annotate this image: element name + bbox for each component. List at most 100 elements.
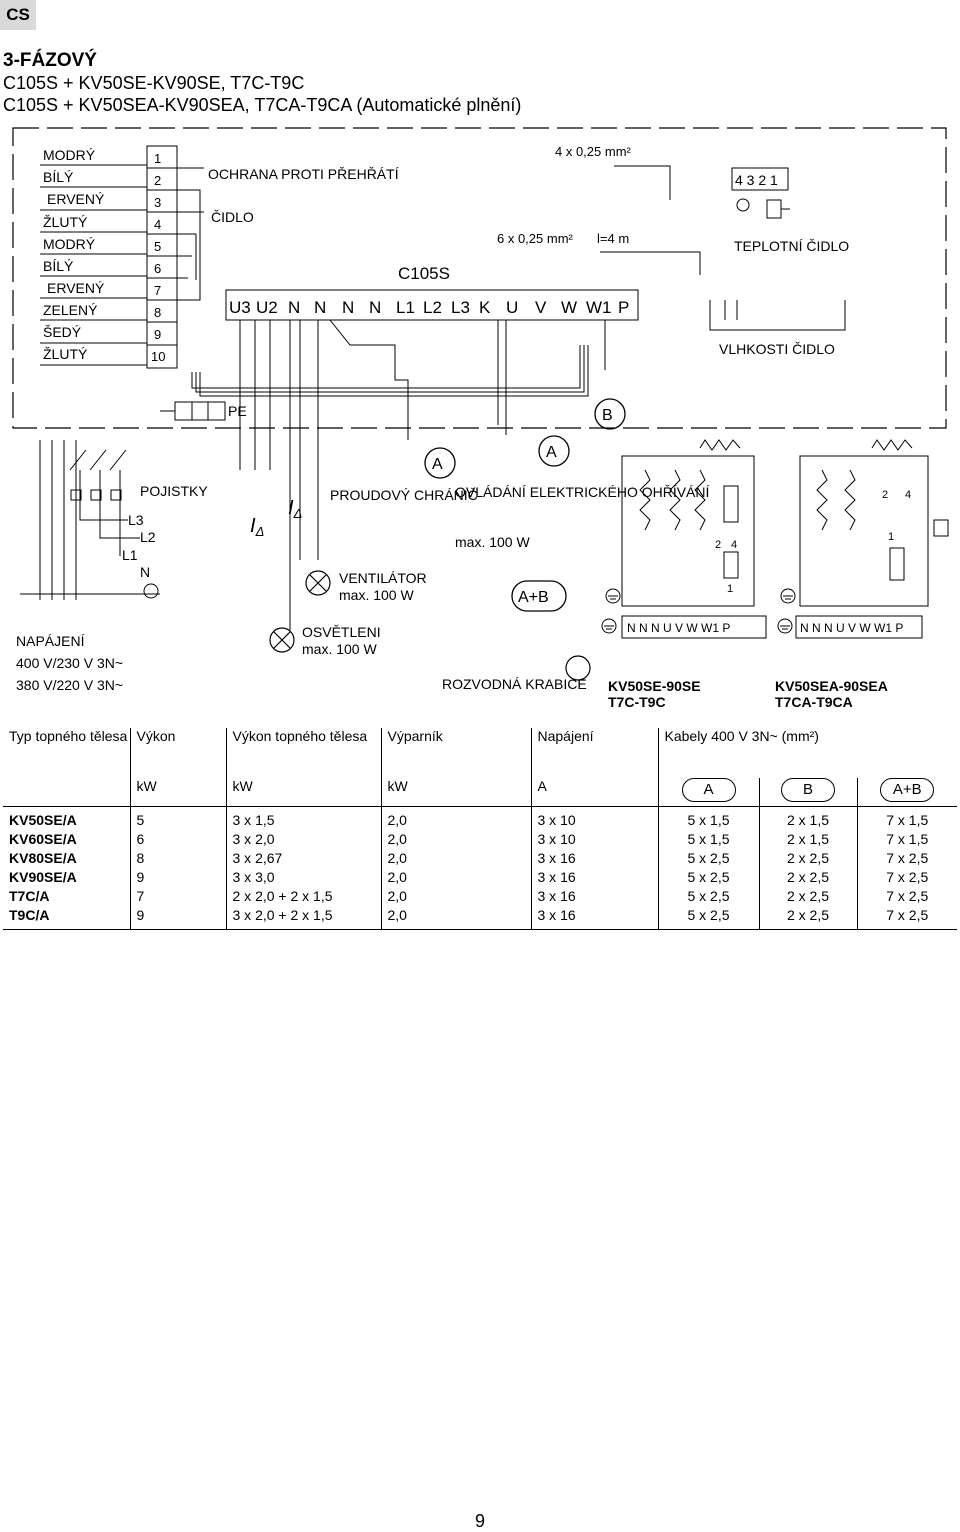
cell: 2,0 — [381, 849, 532, 868]
terminal: W1 — [586, 298, 612, 317]
unit-cell: kW — [226, 778, 382, 807]
wire-color: ŠEDÝ — [43, 324, 82, 340]
thermo-label: 1 — [727, 583, 733, 595]
heater-2-model: T7CA-T9CA — [775, 694, 853, 710]
cell: 5 x 2,5 — [658, 906, 760, 930]
light-max-label: max. 100 W — [302, 641, 377, 657]
rcd-idelta: IΔ — [288, 497, 302, 521]
cell: 6 — [130, 830, 227, 849]
wire-number: 8 — [154, 305, 161, 320]
cell: 2 x 1,5 — [759, 830, 858, 849]
table-row: KV80SE/A 8 3 x 2,67 2,0 3 x 16 5 x 2,5 2… — [3, 849, 957, 868]
header-cell: Napájení — [531, 728, 659, 778]
table-row: T7C/A 7 2 x 2,0 + 2 x 1,5 2,0 3 x 16 5 x… — [3, 887, 957, 906]
terminal: L3 — [451, 298, 470, 317]
terminal: N — [369, 298, 381, 317]
cell: 5 x 2,5 — [658, 849, 760, 868]
cell: 5 x 1,5 — [658, 806, 760, 830]
thermo-label: 1 — [888, 531, 894, 543]
wire-color: ERVENÝ — [47, 280, 105, 296]
terminal: U2 — [256, 298, 278, 317]
terminal: U — [506, 298, 518, 317]
cable-markers — [424, 398, 626, 612]
cable-ab-marker: A+B — [518, 589, 549, 606]
wire-colors: MODRÝ BÍLÝ ERVENÝ ŽLUTÝ MODRÝ BÍLÝ ERVEN… — [43, 147, 105, 362]
cell: 5 x 1,5 — [658, 830, 760, 849]
terminal: P — [618, 298, 629, 317]
cell-type: KV60SE/A — [3, 830, 131, 849]
cell: 5 x 2,5 — [658, 887, 760, 906]
cell: 7 — [130, 887, 227, 906]
light-icon — [269, 627, 295, 653]
cable-b-marker: B — [602, 407, 613, 424]
cell: 2,0 — [381, 830, 532, 849]
wire-numbers: 1 2 3 4 5 6 7 8 9 10 — [151, 151, 165, 364]
ground-icon — [601, 588, 796, 634]
cell: 3 x 2,67 — [226, 849, 382, 868]
cell: 3 x 10 — [531, 830, 659, 849]
table-row: KV60SE/A 6 3 x 2,0 2,0 3 x 10 5 x 1,5 2 … — [3, 830, 957, 849]
cell: 3 x 3,0 — [226, 868, 382, 887]
wire-number: 3 — [154, 195, 161, 210]
cable-col-label: B — [781, 778, 835, 802]
fuses-label: POJISTKY — [140, 483, 208, 499]
cable-4-label: 4 x 0,25 mm² — [555, 144, 632, 159]
terminal: U3 — [229, 298, 251, 317]
cable-col-label: A — [681, 778, 736, 802]
cable-length-label: l=4 m — [597, 231, 629, 246]
wire-color: ŽLUTÝ — [43, 346, 88, 362]
cell: 3 x 10 — [531, 806, 659, 830]
junction-box-icon — [565, 655, 591, 681]
table-row: KV90SE/A 9 3 x 3,0 2,0 3 x 16 5 x 2,5 2 … — [3, 868, 957, 887]
header-cell: Výkon topného tělesa — [226, 728, 382, 778]
header-cell: Výkon — [130, 728, 227, 778]
wire-color: BÍLÝ — [43, 258, 74, 274]
junction-label: ROZVODNÁ KRABICE — [442, 676, 587, 692]
supply-wiring — [20, 440, 160, 600]
terminal: W — [561, 298, 577, 317]
cell: 3 x 16 — [531, 906, 659, 930]
thermo-label: 4 — [731, 539, 737, 551]
heater-1-model: T7C-T9C — [608, 694, 666, 710]
cell: 3 x 1,5 — [226, 806, 382, 830]
terminal: K — [479, 298, 491, 317]
cell: 2 x 2,5 — [759, 887, 858, 906]
cable-col-ab: A+B — [856, 778, 957, 807]
wire-color: ERVENÝ — [47, 191, 105, 207]
cell-type: KV80SE/A — [3, 849, 131, 868]
fan-icon — [305, 570, 331, 596]
terminal: N — [288, 298, 300, 317]
header-cell: Výparník — [381, 728, 532, 778]
wire-color: MODRÝ — [43, 147, 96, 163]
cell: 9 — [130, 868, 227, 887]
title-line-3: C105S + KV50SEA-KV90SEA, T7CA-T9CA (Auto… — [3, 95, 522, 115]
cell: 8 — [130, 849, 227, 868]
pe-label: PE — [228, 403, 247, 419]
cell-type: KV50SE/A — [3, 806, 131, 830]
wire-number: 7 — [154, 283, 161, 298]
fan-label: VENTILÁTOR — [339, 570, 427, 586]
rcd-idelta: IΔ — [250, 515, 264, 539]
heater-1-terminals: N N N U V W W1 P — [627, 621, 730, 635]
wire-number: 4 — [154, 217, 161, 232]
wire-number: 1 — [154, 151, 161, 166]
terminal-strip — [225, 289, 639, 321]
controller-name: C105S — [398, 264, 450, 283]
wire-color: ŽLUTÝ — [43, 214, 88, 230]
table-row: T9C/A 9 3 x 2,0 + 2 x 1,5 2,0 3 x 16 5 x… — [3, 906, 957, 930]
terminal: L1 — [396, 298, 415, 317]
wire-color: BÍLÝ — [43, 169, 74, 185]
cell: 2 x 1,5 — [759, 806, 858, 830]
cable-a-marker: A — [546, 444, 557, 461]
controller-frame — [12, 127, 947, 429]
rcd-symbols: IΔ IΔ — [250, 497, 302, 539]
wire-number: 6 — [154, 261, 161, 276]
cell-type: KV90SE/A — [3, 868, 131, 887]
cell: 3 x 16 — [531, 887, 659, 906]
cell: 3 x 2,0 — [226, 830, 382, 849]
light-label: OSVĚTLENI — [302, 624, 381, 640]
overheat-label: OCHRANA PROTI PŘEHŘÁTÍ — [208, 166, 399, 182]
controller-cables — [191, 165, 846, 630]
phase-label: L1 — [122, 547, 138, 563]
table-unit-row: kW kW kW A A B A+B — [3, 778, 957, 807]
